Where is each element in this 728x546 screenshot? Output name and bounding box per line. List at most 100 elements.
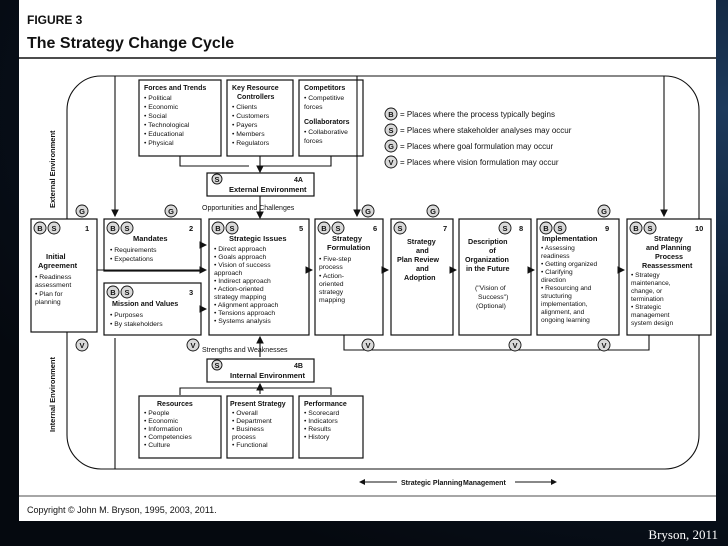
svg-text:alignment, and: alignment, and — [541, 309, 585, 316]
svg-text:structuring: structuring — [541, 293, 572, 300]
opportunities-label: Opportunities and Challenges — [202, 205, 295, 212]
svg-text:• Goals approach: • Goals approach — [214, 254, 266, 261]
svg-text:Key Resource: Key Resource — [232, 85, 279, 92]
svg-text:G: G — [365, 207, 371, 216]
svg-text:= Places where goal formulatio: = Places where goal formulation may occu… — [400, 142, 554, 151]
step-8-description-future: S 8 Description of Organization in the F… — [458, 218, 532, 336]
svg-text:5: 5 — [299, 224, 303, 233]
svg-text:• Five-step: • Five-step — [319, 256, 351, 263]
svg-text:S: S — [51, 224, 56, 233]
svg-text:• By stakeholders: • By stakeholders — [110, 321, 163, 328]
svg-text:system design: system design — [631, 320, 673, 327]
svg-text:• Tensions approach: • Tensions approach — [214, 310, 275, 317]
svg-text:• Action-: • Action- — [319, 273, 344, 280]
svg-text:Plan Review: Plan Review — [397, 255, 439, 264]
svg-text:• Competitive: • Competitive — [304, 95, 344, 102]
bottom-box-performance: Performance • Scorecard • Indicators • R… — [298, 395, 364, 459]
svg-text:Description: Description — [468, 237, 508, 246]
svg-text:• Requirements: • Requirements — [110, 247, 157, 254]
svg-text:6: 6 — [373, 224, 377, 233]
strategy-change-cycle-diagram: FIGURE 3 The Strategy Change Cycle Exter… — [19, 13, 716, 515]
svg-text:Mandates: Mandates — [133, 234, 168, 243]
svg-text:Organization: Organization — [465, 255, 509, 264]
svg-text:B: B — [110, 288, 116, 297]
svg-text:B: B — [633, 224, 639, 233]
svg-text:Management: Management — [463, 480, 506, 487]
svg-text:forces: forces — [304, 138, 323, 145]
svg-text:S: S — [388, 126, 393, 135]
svg-text:oriented: oriented — [319, 281, 344, 288]
svg-text:Competitors: Competitors — [304, 85, 345, 92]
svg-text:Reassessment: Reassessment — [642, 261, 693, 270]
svg-text:maintenance,: maintenance, — [631, 280, 671, 287]
svg-text:S: S — [647, 224, 652, 233]
svg-text:G: G — [79, 207, 85, 216]
svg-text:• Systems analysis: • Systems analysis — [214, 318, 271, 325]
svg-text:3: 3 — [189, 288, 193, 297]
svg-text:Process: Process — [655, 252, 683, 261]
svg-text:process: process — [319, 264, 343, 271]
svg-text:• Clients: • Clients — [232, 104, 258, 111]
svg-text:S: S — [229, 224, 234, 233]
svg-text:V: V — [512, 341, 517, 350]
svg-text:• Scorecard: • Scorecard — [304, 410, 339, 417]
svg-text:change, or: change, or — [631, 288, 663, 295]
svg-text:Success"): Success") — [478, 294, 508, 301]
svg-text:B: B — [37, 224, 43, 233]
top-box-competitors: Competitors • Competitive forces Collabo… — [298, 79, 364, 157]
step-1-initial-agreement: B S 1 Initial Agreement • Readiness asse… — [30, 218, 98, 333]
svg-text:ongoing learning: ongoing learning — [541, 317, 590, 324]
svg-text:S: S — [124, 288, 129, 297]
svg-text:V: V — [388, 158, 393, 167]
internal-environment-box: S 4B Internal Environment — [206, 358, 315, 383]
svg-text:Strategic Issues: Strategic Issues — [229, 234, 287, 243]
svg-text:• Strategic: • Strategic — [631, 304, 662, 311]
svg-text:Controllers: Controllers — [237, 94, 274, 101]
figure-page: FIGURE 3 The Strategy Change Cycle Exter… — [19, 0, 716, 521]
svg-text:• Members: • Members — [232, 131, 265, 138]
svg-text:process: process — [232, 434, 256, 441]
svg-text:Strategy: Strategy — [407, 237, 436, 246]
svg-text:• Economic: • Economic — [144, 418, 179, 425]
svg-text:direction: direction — [541, 277, 566, 284]
figure-label: FIGURE 3 — [27, 13, 83, 27]
svg-text:planning: planning — [35, 299, 61, 306]
svg-text:• Assessing: • Assessing — [541, 245, 575, 252]
svg-text:Strategy: Strategy — [654, 234, 683, 243]
svg-text:Performance: Performance — [304, 401, 347, 408]
svg-text:= Places where vision formulat: = Places where vision formulation may oc… — [400, 158, 559, 167]
svg-text:mapping: mapping — [319, 297, 345, 304]
svg-text:• Plan for: • Plan for — [35, 291, 63, 298]
svg-text:S: S — [557, 224, 562, 233]
step-7-plan-review: S 7 Strategy and Plan Review and Adoptio… — [390, 218, 454, 336]
svg-text:• Economic: • Economic — [144, 104, 179, 111]
svg-text:approach: approach — [214, 270, 243, 277]
step-10-reassessment: B S 10 Strategy and Planning Process Rea… — [626, 218, 712, 336]
svg-text:G: G — [168, 207, 174, 216]
external-environment-side-label: External Environment — [48, 130, 57, 208]
svg-text:of: of — [489, 246, 496, 255]
svg-text:V: V — [601, 341, 606, 350]
svg-text:in the Future: in the Future — [466, 264, 510, 273]
copyright-text: Copyright © John M. Bryson, 1995, 2003, … — [27, 505, 217, 515]
svg-text:S: S — [397, 224, 402, 233]
svg-text:Internal Environment: Internal Environment — [230, 371, 306, 380]
svg-text:• Alignment approach: • Alignment approach — [214, 302, 279, 309]
svg-text:G: G — [601, 207, 607, 216]
svg-text:B: B — [388, 110, 394, 119]
svg-text:7: 7 — [443, 224, 447, 233]
internal-environment-side-label: Internal Environment — [48, 356, 57, 432]
svg-text:• Payers: • Payers — [232, 122, 258, 129]
bottom-box-resources: Resources • People • Economic • Informat… — [138, 395, 222, 459]
step-9-implementation: B S 9 Implementation • Assessing readine… — [536, 218, 620, 336]
svg-text:strategy: strategy — [319, 289, 344, 296]
svg-text:• Expectations: • Expectations — [110, 256, 154, 263]
svg-text:G: G — [388, 142, 394, 151]
svg-text:Mission and Values: Mission and Values — [112, 299, 178, 308]
svg-text:("Vision of: ("Vision of — [475, 285, 506, 292]
svg-text:• Physical: • Physical — [144, 140, 174, 147]
svg-text:• Resourcing and: • Resourcing and — [541, 285, 592, 292]
svg-text:• Indirect approach: • Indirect approach — [214, 278, 271, 285]
svg-text:• History: • History — [304, 434, 330, 441]
svg-text:• Overall: • Overall — [232, 410, 258, 417]
